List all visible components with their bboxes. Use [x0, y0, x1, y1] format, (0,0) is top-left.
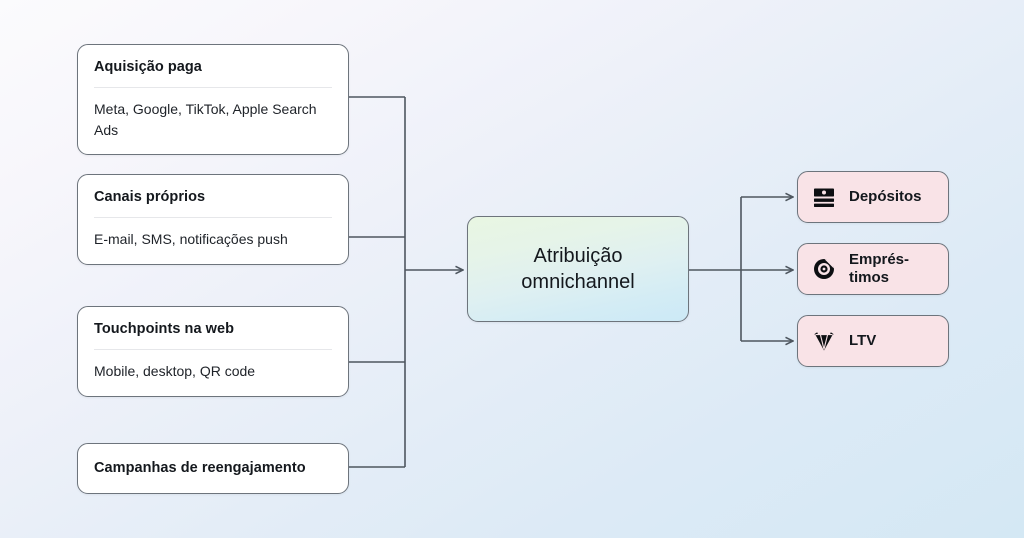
- source-card-title: Canais próprios: [94, 189, 206, 205]
- divider: [94, 217, 332, 219]
- outcome-chip-deposits[interactable]: Depósitos: [797, 171, 949, 223]
- source-card-body: E-mail, SMS, notificações push: [94, 231, 288, 248]
- divider: [94, 87, 332, 89]
- source-card-title: Touchpoints na web: [94, 321, 234, 337]
- center-node-label: Atribuição omnichannel: [521, 245, 635, 293]
- outcome-chip-loans[interactable]: Emprés- timos: [797, 243, 949, 295]
- source-card-title: Aquisição paga: [94, 59, 202, 75]
- divider: [94, 349, 332, 351]
- source-card-title: Campanhas de reengajamento: [94, 460, 306, 476]
- outcome-chip-ltv[interactable]: LTV: [797, 315, 949, 367]
- diamond-icon: [814, 332, 834, 351]
- outcome-chip-label: Emprés- timos: [849, 251, 910, 286]
- source-card-body: Mobile, desktop, QR code: [94, 363, 256, 380]
- banknotes-icon: [814, 188, 834, 207]
- target-icon: [814, 259, 834, 279]
- source-card-owned-channels[interactable]: Canais próprios E-mail, SMS, notificaçõe…: [77, 174, 349, 265]
- source-card-body: Meta, Google, TikTok, Apple Search Ads: [94, 101, 317, 138]
- outcome-chip-label: Depósitos: [849, 188, 922, 206]
- source-card-web-touchpoints[interactable]: Touchpoints na web Mobile, desktop, QR c…: [77, 306, 349, 397]
- outcome-chip-label: LTV: [849, 332, 877, 350]
- source-card-reengagement-campaigns[interactable]: Campanhas de reengajamento: [77, 443, 349, 495]
- source-card-paid-acquisition[interactable]: Aquisição paga Meta, Google, TikTok, App…: [77, 44, 349, 155]
- center-node-omnichannel-attribution[interactable]: Atribuição omnichannel: [467, 216, 689, 322]
